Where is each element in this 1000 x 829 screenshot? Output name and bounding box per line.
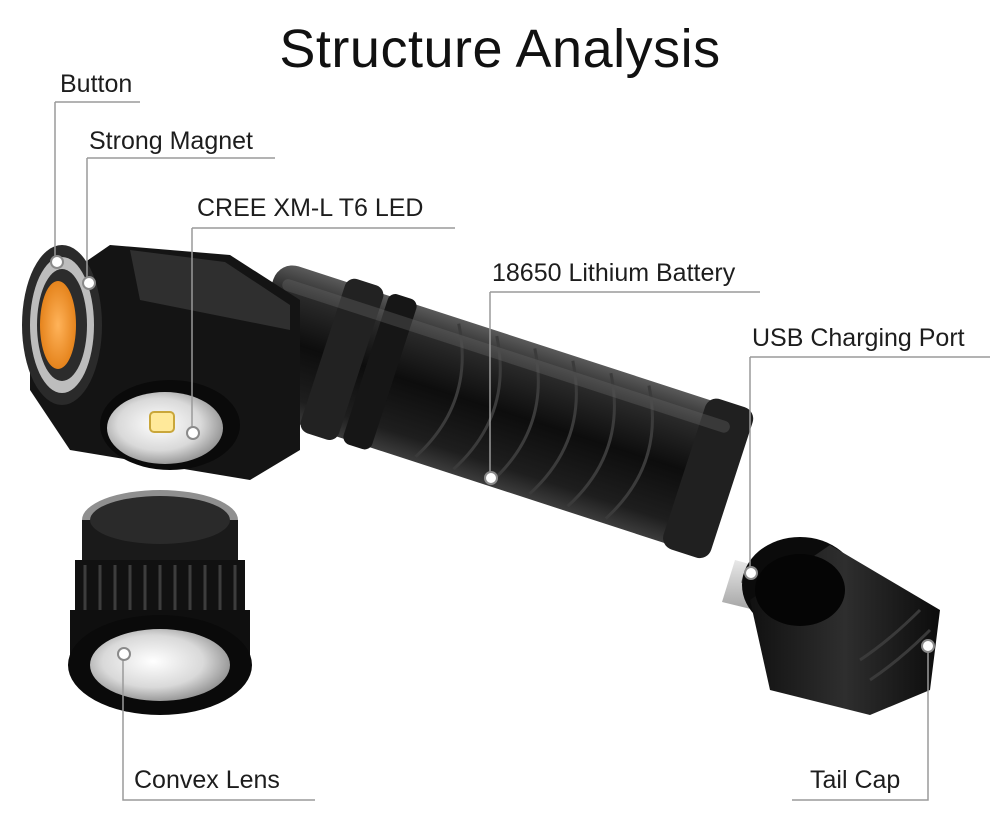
button-icon [40, 281, 76, 369]
flashlight-body [238, 265, 754, 559]
label-usb-port: USB Charging Port [752, 324, 965, 352]
flashlight-head [22, 245, 300, 480]
tail-cap-shape [742, 537, 940, 715]
label-convex-lens: Convex Lens [134, 766, 280, 794]
convex-lens-assembly [68, 490, 252, 715]
label-tail-cap: Tail Cap [810, 766, 901, 794]
label-led: CREE XM-L T6 LED [197, 194, 424, 222]
leader-lines [54, 101, 990, 801]
label-button: Button [60, 70, 133, 98]
label-strong-magnet: Strong Magnet [89, 127, 253, 155]
callout-dots [50, 255, 935, 661]
label-battery: 18650 Lithium Battery [492, 259, 736, 287]
diagram-title: Structure Analysis [279, 19, 721, 79]
convex-lens-icon [90, 629, 230, 701]
led-chip-icon [149, 411, 175, 433]
